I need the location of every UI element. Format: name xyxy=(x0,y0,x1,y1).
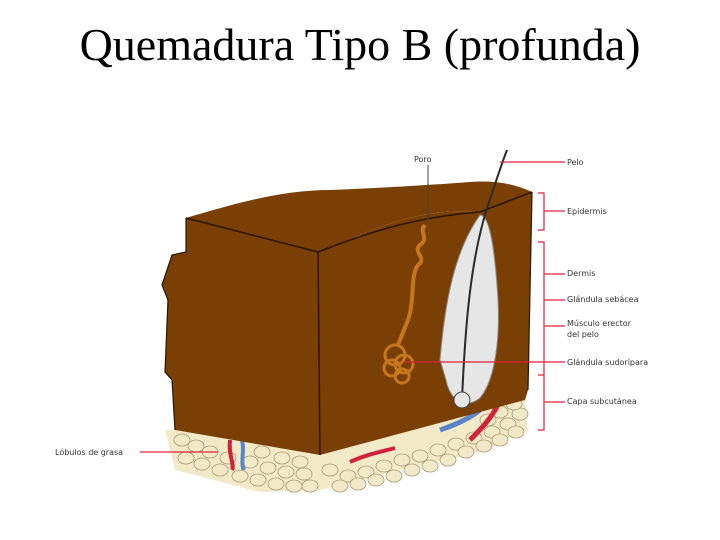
fat-lobule xyxy=(339,469,357,483)
fat-lobule xyxy=(457,445,475,459)
fat-lobule xyxy=(447,437,465,451)
fat-lobule xyxy=(253,445,271,459)
sweat-gland-coil xyxy=(382,343,415,385)
label-dermis: Dermis xyxy=(567,269,595,278)
fat-lobule xyxy=(507,425,525,439)
skin-front-left-face xyxy=(162,218,320,455)
label-glandula-sebacea: Glándula sebácea xyxy=(567,295,639,304)
fat-lobule xyxy=(291,455,309,469)
fat-lobule xyxy=(439,453,457,467)
fat-lobule xyxy=(375,459,393,473)
fat-lobule xyxy=(249,473,267,487)
hair-shaft xyxy=(461,149,508,401)
fat-lobule xyxy=(357,465,375,479)
slide-title: Quemadura Tipo B (profunda) xyxy=(79,19,641,70)
fat-lobule xyxy=(321,463,339,477)
leader-lines xyxy=(140,161,565,453)
skin-top-face xyxy=(186,181,532,252)
fat-lobule xyxy=(277,465,295,479)
fat-lobule xyxy=(475,439,493,453)
hair-follicle xyxy=(439,214,499,404)
label-capa-subcutanea: Capa subcutánea xyxy=(567,397,637,406)
fat-lobule xyxy=(211,463,229,477)
fat-lobule xyxy=(173,433,191,447)
fat-lobule xyxy=(285,479,303,493)
fat-lobule xyxy=(491,433,509,447)
fat-lobule xyxy=(393,453,411,467)
fat-lobule xyxy=(349,477,367,491)
sweat-gland-duct xyxy=(396,223,427,346)
label-pelo: Pelo xyxy=(567,158,584,167)
fat-lobule xyxy=(429,443,447,457)
fat-lobules xyxy=(173,397,529,493)
fat-lobule xyxy=(273,451,291,465)
skin-edges xyxy=(185,191,533,456)
label-musculo-del-pelo: del pelo xyxy=(567,330,599,339)
label-glandula-sudoripara: Glándula sudorípara xyxy=(567,358,648,367)
fat-lobule xyxy=(231,469,249,483)
label-musculo-erector: Músculo erector xyxy=(567,319,632,328)
fat-lobule xyxy=(385,469,403,483)
fat-lobule xyxy=(267,477,285,491)
label-epidermis: Epidermis xyxy=(567,207,607,216)
fat-lobule xyxy=(177,451,195,465)
fat-lobule xyxy=(295,467,313,481)
fat-lobule xyxy=(187,439,205,453)
fat-lobule xyxy=(403,463,421,477)
fat-lobule xyxy=(367,473,385,487)
fat-lobule xyxy=(259,461,277,475)
fat-lobule xyxy=(193,457,211,471)
fat-lobule xyxy=(331,479,349,493)
hair-bulb xyxy=(453,391,471,409)
label-poro: Poro xyxy=(414,155,432,164)
fat-lobule xyxy=(421,459,439,473)
blood-vessels xyxy=(227,403,501,472)
label-lobulos-de-grasa: Lóbulos de grasa xyxy=(55,447,123,457)
fat-lobule xyxy=(411,449,429,463)
fat-lobule xyxy=(301,479,319,493)
